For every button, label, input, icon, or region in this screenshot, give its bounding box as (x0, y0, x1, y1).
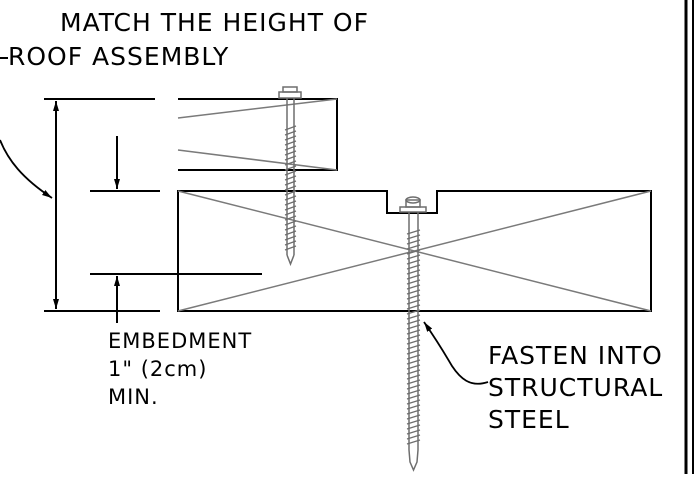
thread-mark (406, 439, 421, 445)
thread-mark (406, 244, 421, 250)
thread-mark (406, 399, 421, 405)
embedment-note-line3: MIN. (108, 385, 159, 409)
fasten-note-line3: STEEL (488, 405, 570, 434)
thread-mark (406, 239, 421, 245)
thread-mark (406, 339, 421, 345)
height-note-tick (0, 57, 8, 59)
thread-mark (406, 394, 421, 400)
thread-mark (284, 225, 297, 231)
thread-mark (406, 279, 421, 285)
thread-mark (406, 374, 421, 380)
extension-lines (44, 98, 262, 312)
thread-mark (284, 160, 297, 166)
thread-mark (406, 299, 421, 305)
sheet-border (684, 0, 694, 474)
thread-mark (406, 249, 421, 255)
thread-mark (406, 329, 421, 335)
thread-mark (284, 135, 297, 141)
thread-mark (284, 145, 297, 151)
thread-mark (406, 234, 421, 240)
thread-mark (406, 414, 421, 420)
thread-mark (406, 369, 421, 375)
thread-mark (284, 125, 297, 131)
embedment-note-line2: 1" (2cm) (108, 357, 208, 381)
thread-mark (406, 324, 421, 330)
thread-mark (406, 304, 421, 310)
thread-mark (284, 235, 297, 241)
thread-mark (284, 200, 297, 206)
thread-mark (284, 170, 297, 176)
thread-mark (406, 284, 421, 290)
thread-mark (284, 195, 297, 201)
thread-mark (406, 424, 421, 430)
thread-mark (406, 364, 421, 370)
thread-mark (284, 175, 297, 181)
thread-mark (406, 354, 421, 360)
height-note-leader (0, 139, 53, 199)
fasten-note-line1: FASTEN INTO (488, 341, 663, 370)
thread-mark (284, 230, 297, 236)
thread-mark (406, 409, 421, 415)
thread-mark (406, 309, 421, 315)
fasten-note-leader (423, 321, 489, 385)
thread-mark (406, 259, 421, 265)
thread-mark (284, 210, 297, 216)
thread-mark (284, 205, 297, 211)
thread-mark (406, 349, 421, 355)
thread-mark (406, 389, 421, 395)
thread-mark (406, 379, 421, 385)
thread-mark (406, 319, 421, 325)
thread-mark (284, 240, 297, 246)
thread-mark (284, 220, 297, 226)
thread-mark (406, 419, 421, 425)
thread-mark (284, 165, 297, 171)
thread-mark (284, 150, 297, 156)
thread-mark (406, 384, 421, 390)
thread-mark (406, 289, 421, 295)
thread-mark (284, 185, 297, 191)
thread-mark (406, 404, 421, 410)
embedment-note-line1: EMBEDMENT (108, 329, 253, 353)
thread-mark (284, 190, 297, 196)
height-note-line1: MATCH THE HEIGHT OF (60, 8, 369, 37)
thread-mark (406, 434, 421, 440)
thread-mark (284, 140, 297, 146)
thread-mark (406, 429, 421, 435)
thread-mark (284, 155, 297, 161)
fasten-note-line2: STRUCTURAL (488, 373, 664, 402)
thread-mark (406, 264, 421, 270)
thread-mark (284, 215, 297, 221)
thread-mark (406, 344, 421, 350)
thread-mark (406, 359, 421, 365)
thread-mark (284, 130, 297, 136)
thread-mark (406, 229, 421, 235)
lower-roof-block (177, 190, 652, 312)
upper-roof-block (177, 98, 338, 171)
thread-mark (406, 274, 421, 280)
thread-mark (406, 334, 421, 340)
thread-mark (284, 180, 297, 186)
thread-mark (406, 314, 421, 320)
height-note-line2: ROOF ASSEMBLY (8, 42, 230, 71)
thread-mark (406, 269, 421, 275)
long-fastener (399, 196, 427, 472)
short-screw (278, 86, 302, 267)
thread-mark (406, 294, 421, 300)
thread-mark (284, 245, 297, 251)
thread-mark (406, 254, 421, 260)
